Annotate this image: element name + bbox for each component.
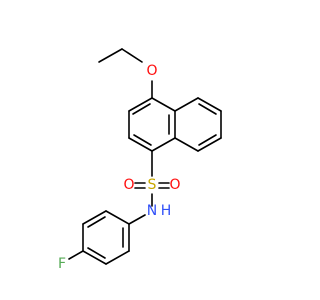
double-bond-c5p-c6p-inner <box>87 216 106 228</box>
bond-c4p-f <box>68 250 84 260</box>
bond-c1-c8a <box>151 137 176 152</box>
double-bond-c2-c1-inner <box>133 134 152 146</box>
molecule-structure: O S O O N H F <box>58 48 222 272</box>
bond-c2p-c3p <box>105 250 130 265</box>
double-bond-c7-c8-inner <box>198 134 217 146</box>
atom-label-ether-oxygen: O <box>146 63 157 79</box>
naphthalene-ring-a <box>128 97 176 152</box>
bond-c4a-c5 <box>174 97 199 112</box>
fluorophenyl-ring <box>68 210 130 265</box>
bond-c4-c3 <box>128 97 153 112</box>
bond-n-c1prime <box>128 214 146 225</box>
atom-label-amine-hydrogen: H <box>161 203 172 219</box>
bond-c5p-c6p <box>82 210 107 225</box>
bond-c2-c1 <box>128 137 153 152</box>
atom-label-sulfonyl-oxygen-right: O <box>169 177 180 193</box>
atom-label-sulfonyl-oxygen-left: O <box>123 177 134 193</box>
double-bond-c5-c6-inner <box>198 103 217 115</box>
atom-label-fluorine: F <box>58 256 66 272</box>
bond-c4a-c4 <box>151 97 176 112</box>
ethoxy-group <box>98 48 153 99</box>
bond-ch3-ch2 <box>98 48 123 63</box>
bond-c3p-c4p <box>82 250 107 265</box>
sulfonamide-group <box>128 150 170 225</box>
naphthalene-ring-b <box>174 97 222 152</box>
bond-c7-c8 <box>197 137 222 152</box>
bond-ch2-o <box>121 48 143 63</box>
double-bond-c3p-c4p-inner <box>87 247 106 259</box>
bond-c6p-c1p <box>105 210 130 225</box>
double-bond-c4-c3-inner <box>132 103 151 115</box>
bond-c5-c6 <box>197 97 222 112</box>
atom-label-sulfur: S <box>148 177 157 193</box>
atom-labels: O S O O N H F <box>58 63 181 272</box>
bond-c8-c8a <box>174 137 199 152</box>
atom-label-nitrogen: N <box>147 203 157 219</box>
